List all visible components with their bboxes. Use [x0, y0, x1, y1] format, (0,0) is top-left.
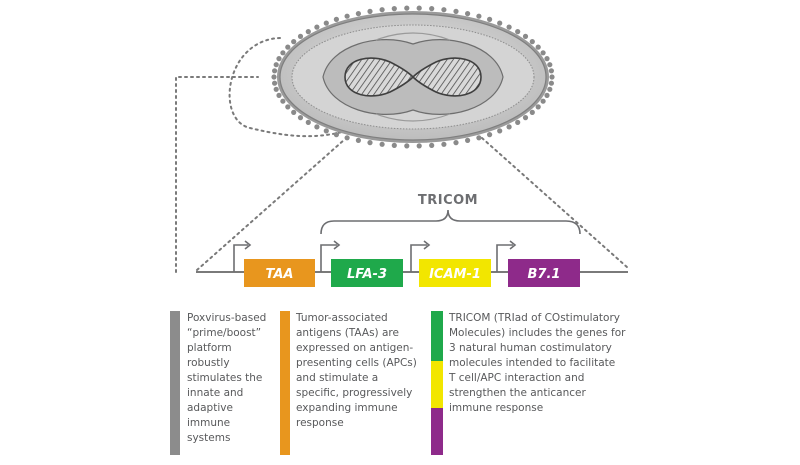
callout-lines	[175, 37, 629, 273]
legend-text-poxvirus: Poxvirus-based “prime/boost” platform ro…	[187, 312, 267, 444]
gene-tiles: TAA LFA-3 ICAM-1 B7.1	[244, 259, 580, 287]
gene-box-icam1	[419, 259, 491, 287]
promoter-arrows	[233, 240, 517, 272]
virus-lateral-body-top	[375, 32, 451, 41]
virus-lateral-body-bottom	[375, 113, 451, 122]
tricom-bracket-label: TRICOM	[418, 193, 478, 208]
virus-dna-core	[344, 57, 482, 97]
gene-label-lfa3: LFA-3	[347, 267, 387, 282]
gene-label-icam1: ICAM-1	[429, 267, 481, 282]
tricom-bracket	[320, 209, 581, 235]
legend-bar-poxvirus	[170, 311, 180, 455]
poxvirus-particle-illustration	[271, 5, 555, 149]
gene-label-b71: B7.1	[528, 267, 561, 282]
gene-box-lfa3	[331, 259, 403, 287]
gene-box-b71	[508, 259, 580, 287]
legend-bar-b71	[431, 408, 443, 455]
legend-bar-icam1	[431, 361, 443, 408]
legend-text-tricom: TRICOM (TRIad of COstimulatory Molecules…	[449, 312, 626, 414]
legend-bar-taa	[280, 311, 290, 455]
gene-label-taa: TAA	[266, 267, 294, 282]
legend-text-taa: Tumor-associated antigens (TAAs) are exp…	[296, 312, 417, 429]
legend-bar-lfa3	[431, 311, 443, 361]
virus-surface-spikes	[271, 5, 555, 149]
gene-box-taa	[244, 259, 315, 287]
